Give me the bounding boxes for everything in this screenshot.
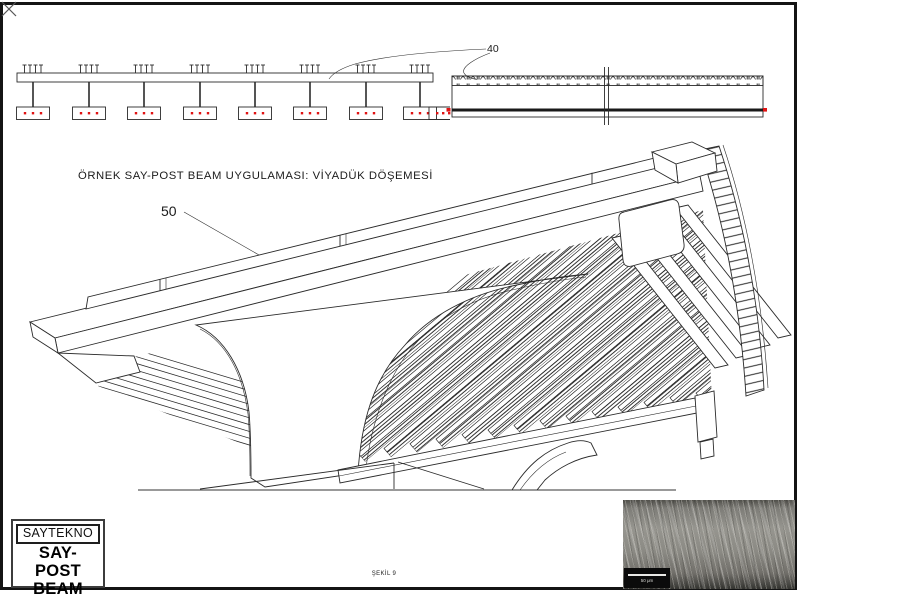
deck-underside-band bbox=[58, 190, 703, 362]
tendon-line bbox=[452, 108, 763, 112]
x-mark bbox=[1, 1, 17, 17]
sem-scale-bar bbox=[628, 574, 666, 576]
deck-end-hatch-band bbox=[699, 144, 769, 397]
deck-end-block bbox=[618, 141, 718, 267]
logo-product-line2: BEAM bbox=[33, 579, 83, 598]
isometric-viaduct-view bbox=[28, 141, 792, 491]
callout-50: 50 bbox=[161, 203, 274, 264]
label-40: 40 bbox=[487, 43, 499, 55]
logo-block: SAYTEKNO SAY-POST BEAM bbox=[11, 519, 105, 597]
cross-section-view bbox=[16, 64, 451, 120]
abutment-curve bbox=[511, 440, 598, 491]
label-50: 50 bbox=[161, 203, 177, 219]
figure-caption: ŞEKİL 9 bbox=[371, 571, 397, 577]
drawing-title: ÖRNEK SAY-POST BEAM UYGULAMASI: VİYADÜK … bbox=[78, 169, 433, 182]
drawing-frame bbox=[0, 2, 797, 590]
callout-40: 40 bbox=[328, 43, 499, 80]
red-end-marker-right bbox=[763, 108, 767, 112]
sem-photo: 50 μm bbox=[623, 500, 795, 589]
pier bbox=[194, 273, 589, 488]
longitudinal-section-view bbox=[446, 67, 767, 125]
sem-scale-label: 50 μm bbox=[640, 578, 654, 583]
ground-lines bbox=[138, 461, 676, 491]
logo-company: SAYTEKNO bbox=[16, 524, 100, 544]
stud-row-band bbox=[451, 75, 764, 86]
recessed-panel bbox=[618, 199, 685, 267]
deck-slab bbox=[28, 162, 704, 384]
red-end-marker-left bbox=[446, 108, 451, 112]
bottom-edge-beam bbox=[337, 390, 718, 484]
logo-product-line1: SAY-POST bbox=[34, 544, 82, 580]
cross-section-beam-units bbox=[16, 64, 451, 120]
sem-scale-box: 50 μm bbox=[624, 568, 670, 588]
